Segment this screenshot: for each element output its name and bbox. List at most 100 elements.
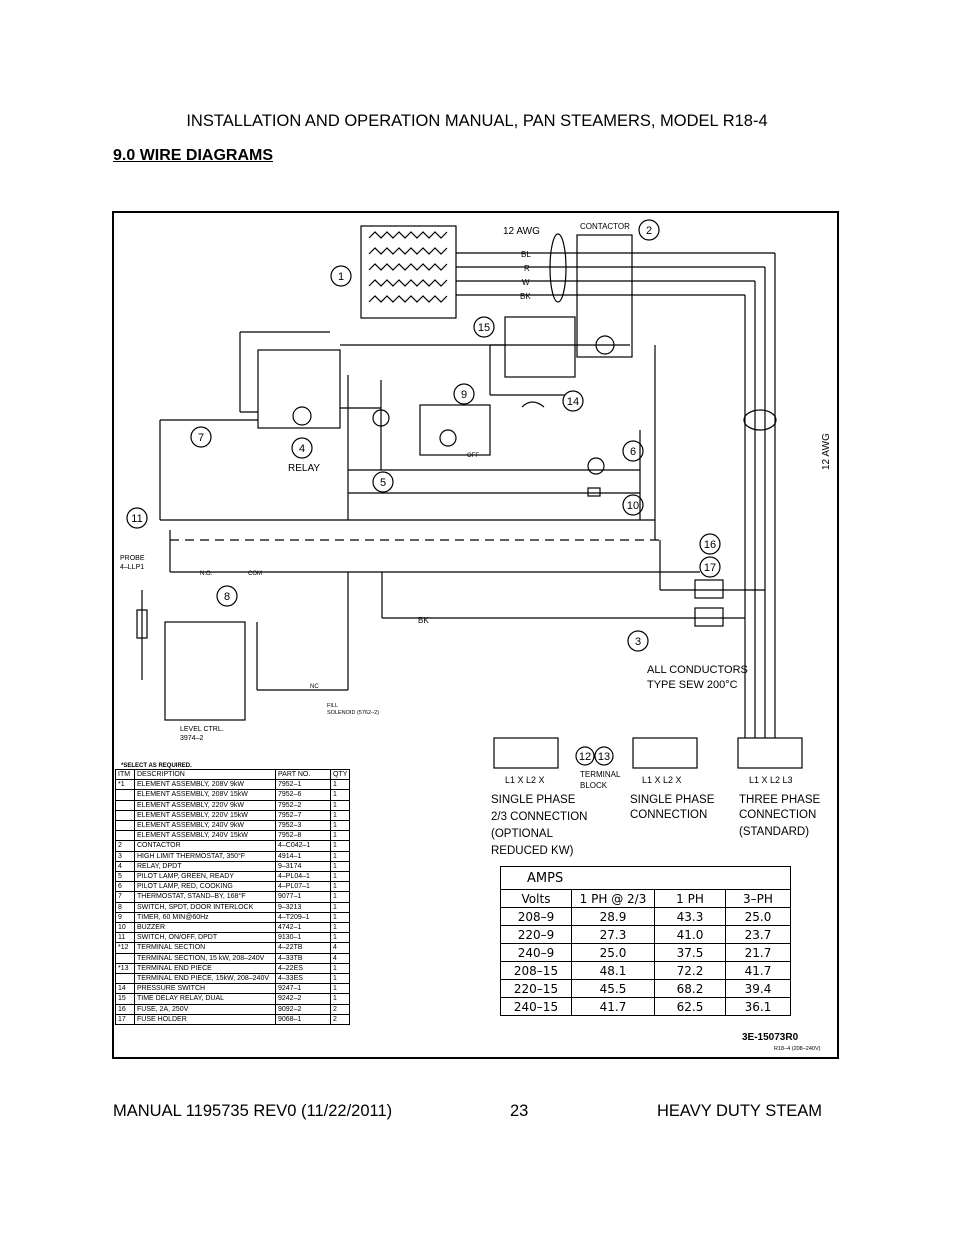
cell: 28.9 xyxy=(571,907,655,926)
cell: PILOT LAMP, RED, COOKING xyxy=(134,881,276,893)
cell: 240–15 xyxy=(500,997,572,1016)
cell xyxy=(115,789,135,801)
cell: 14 xyxy=(115,983,135,995)
cell: 7952–1 xyxy=(275,779,331,791)
callout-6: 6 xyxy=(630,446,636,458)
single-line2: CONNECTION xyxy=(630,809,707,821)
cell: 1 xyxy=(329,881,351,893)
cell: 39.4 xyxy=(725,979,791,998)
cell: 7952–8 xyxy=(275,830,331,842)
cell: 48.1 xyxy=(571,961,655,980)
cell: ELEMENT ASSEMBLY, 220V 15kW xyxy=(134,809,276,822)
cell: 4914–1 xyxy=(275,850,331,862)
nc-label: NC xyxy=(310,684,319,690)
cell: 9–3174 xyxy=(275,860,331,873)
drawing-number: 3E-15073R0 xyxy=(742,1032,799,1043)
cell: 2 xyxy=(329,1003,351,1015)
cell: TERMINAL SECTION xyxy=(134,942,276,954)
single-line1: SINGLE PHASE xyxy=(630,794,715,806)
three-line2: CONNECTION xyxy=(739,809,816,821)
cell: SWITCH, ON/OFF, DPDT xyxy=(134,932,276,944)
three-line1: THREE PHASE xyxy=(739,794,820,806)
cell: 4–T209–1 xyxy=(275,911,331,924)
cell: ELEMENT ASSEMBLY, 208V 15kW xyxy=(134,789,276,801)
header-1ph: 1 PH xyxy=(654,889,726,908)
single-23-line2: 2/3 CONNECTION xyxy=(491,811,588,823)
wire-w: W xyxy=(522,278,530,287)
cell xyxy=(115,820,135,832)
document-header: INSTALLATION AND OPERATION MANUAL, PAN S… xyxy=(186,112,768,130)
cell xyxy=(115,830,135,842)
cell: *1 xyxy=(115,779,135,791)
cell: 1 xyxy=(329,789,351,801)
no-label: N.O. xyxy=(200,571,213,577)
cell: 36.1 xyxy=(725,997,791,1016)
cell xyxy=(115,799,135,811)
cell: 4 xyxy=(115,860,135,873)
cell: 4 xyxy=(329,952,351,964)
cell: 1 xyxy=(329,820,351,832)
callout-15: 15 xyxy=(478,322,490,334)
callout-3: 3 xyxy=(635,636,641,648)
cell: 7952–3 xyxy=(275,820,331,832)
contactor-label: CONTACTOR xyxy=(580,222,630,231)
callout-7: 7 xyxy=(198,432,204,444)
all-conductors-label: ALL CONDUCTORS xyxy=(647,664,748,676)
cell: ELEMENT ASSEMBLY, 240V 9kW xyxy=(134,820,276,832)
cell: 7952–7 xyxy=(275,809,331,822)
cell: 4–33TB xyxy=(275,952,331,964)
cell: 1 xyxy=(329,799,351,811)
drawing-subtitle: R18–4 (208–240V) xyxy=(774,1046,821,1052)
cell: 1 xyxy=(329,973,351,985)
level-ctrl-label: LEVEL CTRL. xyxy=(180,726,224,733)
cell: 9130–1 xyxy=(275,932,331,944)
cell: 11 xyxy=(115,932,135,944)
cell: 62.5 xyxy=(654,997,726,1016)
cell: 1 xyxy=(329,922,351,934)
cell: 7 xyxy=(115,891,135,903)
cell: 6 xyxy=(115,881,135,893)
callout-11: 11 xyxy=(131,513,142,525)
cell: 41.0 xyxy=(654,925,726,944)
probe-label: PROBE xyxy=(120,555,145,562)
cell: ELEMENT ASSEMBLY, 208V 9kW xyxy=(134,779,276,791)
terminal-1-label: L1 X L2 X xyxy=(505,775,545,785)
fill-label: FILL xyxy=(327,703,338,709)
cell: 4–C042–1 xyxy=(275,840,331,852)
cell: FUSE HOLDER xyxy=(134,1013,276,1026)
awg-label-right: 12 AWG xyxy=(821,433,832,470)
wire-r: R xyxy=(524,264,530,273)
cell: 68.2 xyxy=(654,979,726,998)
cell: FUSE, 2A, 250V xyxy=(134,1003,276,1015)
cell: 7952–2 xyxy=(275,799,331,811)
terminal-block-label: TERMINAL xyxy=(580,770,621,779)
single-23-line3: (OPTIONAL xyxy=(491,828,554,840)
cell: 45.5 xyxy=(571,979,655,998)
cell: 17 xyxy=(115,1013,135,1026)
cell: CONTACTOR xyxy=(134,840,276,852)
cell: TERMINAL END PIECE, 15kW, 208–240V xyxy=(134,973,276,985)
cell: 240–9 xyxy=(500,943,572,962)
cell: ELEMENT ASSEMBLY, 220V 9kW xyxy=(134,799,276,811)
callout-12: 12 xyxy=(579,751,591,763)
callout-13: 13 xyxy=(598,751,610,763)
cell: 9 xyxy=(115,911,135,924)
cell: 1 xyxy=(329,840,351,852)
wire-bk: BK xyxy=(520,292,531,301)
section-title: 9.0 WIRE DIAGRAMS xyxy=(113,147,274,164)
